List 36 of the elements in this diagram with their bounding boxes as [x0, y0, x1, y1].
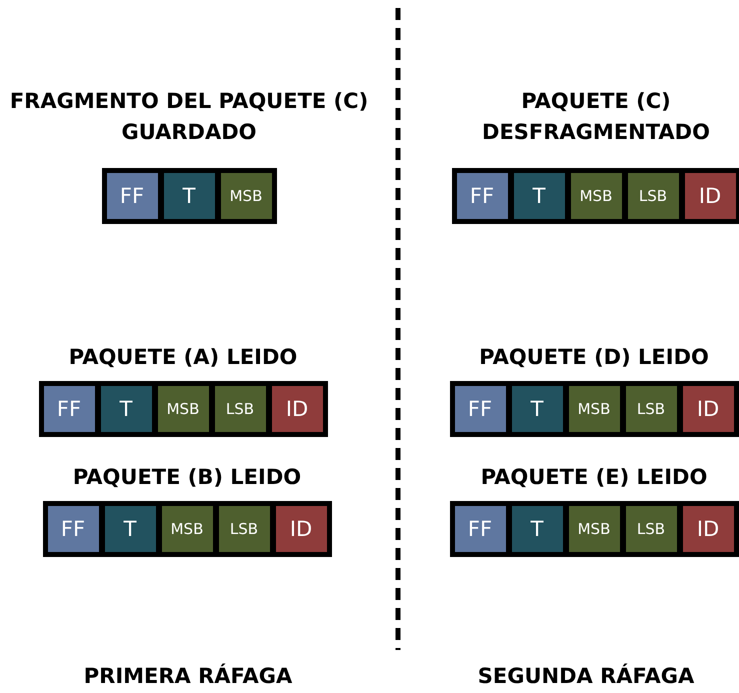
packet-heading: PAQUETE (B) LEIDO: [72, 464, 302, 491]
packet-field: FF: [454, 506, 506, 552]
packet-field: ID: [682, 386, 734, 432]
packet-field: MSB: [220, 173, 272, 219]
packet-field: T: [164, 173, 214, 219]
packet-field: LSB: [214, 386, 266, 432]
packet-field: FF: [454, 386, 506, 432]
packet-field: LSB: [218, 506, 270, 552]
packet-field: T: [104, 506, 156, 552]
packet-heading: PAQUETE (A) LEIDO: [68, 344, 298, 371]
packet-field: LSB: [626, 506, 676, 552]
packet-field: FF: [44, 386, 94, 432]
packet-field: ID: [272, 386, 322, 432]
packet-field: T: [512, 386, 562, 432]
packet-field: MSB: [162, 506, 212, 552]
section-label: PRIMERA RÁFAGA: [84, 664, 292, 688]
packet-field: MSB: [568, 386, 620, 432]
packet-field: MSB: [568, 506, 620, 552]
packet-heading: PAQUETE (C) DESFRAGMENTADO: [481, 88, 711, 146]
packet-field: ID: [276, 506, 326, 552]
packet-field: T: [514, 173, 564, 219]
packet-field: T: [100, 386, 152, 432]
packet-field: FF: [456, 173, 508, 219]
packet-field: FF: [106, 173, 158, 219]
packet-field: MSB: [570, 173, 622, 219]
packet-field: ID: [682, 506, 734, 552]
packet-heading: PAQUETE (E) LEIDO: [480, 464, 708, 491]
packet-heading: PAQUETE (D) LEIDO: [479, 344, 709, 371]
section-label: SEGUNDA RÁFAGA: [478, 664, 694, 688]
packet-field: MSB: [158, 386, 208, 432]
packet-field: T: [512, 506, 562, 552]
packet-field: ID: [684, 173, 736, 219]
packet-field: FF: [48, 506, 98, 552]
packet-field: LSB: [628, 173, 678, 219]
packet-field: LSB: [626, 386, 676, 432]
packet-heading: FRAGMENTO DEL PAQUETE (C) GUARDADO: [8, 88, 370, 146]
